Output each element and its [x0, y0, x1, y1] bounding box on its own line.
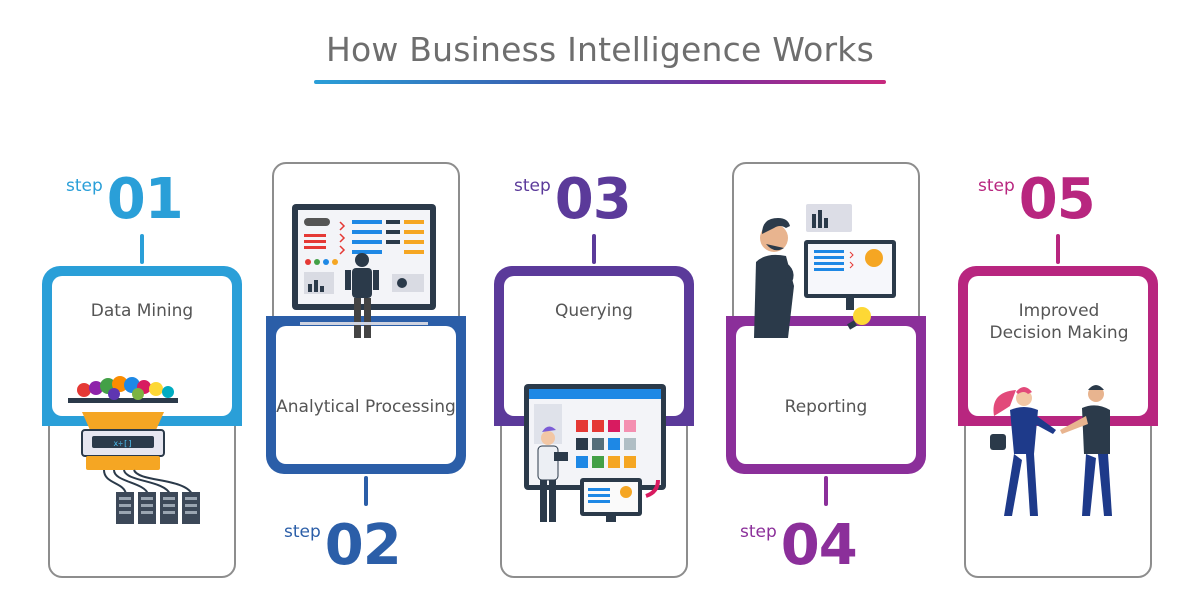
step-1-label: Data Mining — [90, 301, 194, 321]
step-1-connector — [140, 234, 144, 264]
step-5-connector — [1056, 234, 1060, 264]
step-2-word: step — [284, 522, 321, 542]
title-underline — [314, 80, 886, 84]
step-3-word: step — [514, 176, 551, 196]
page-title: How Business Intelligence Works — [326, 30, 874, 69]
step-1-number: step01 — [66, 172, 184, 228]
reporting-thinker-icon — [754, 204, 896, 338]
step-3-digits: 03 — [554, 167, 632, 232]
step-4-connector — [824, 476, 828, 506]
step-4-number: step04 — [740, 518, 858, 574]
step-5-number: step05 — [978, 172, 1096, 228]
handshake-icon — [990, 385, 1112, 516]
step-2-digits: 02 — [324, 513, 402, 578]
step-2-number: step02 — [284, 518, 402, 574]
step-5-label: Improved Decision Making — [989, 301, 1129, 343]
svg-text:x÷[]: x÷[] — [113, 439, 132, 448]
step-4-digits: 04 — [780, 513, 858, 578]
step-4-color-frame — [726, 316, 926, 474]
step-4-word: step — [740, 522, 777, 542]
step-2-label: Analytical Processing — [276, 397, 456, 417]
data-mining-icon: x÷[] — [68, 376, 200, 524]
step-3-connector — [592, 234, 596, 264]
step-2-color-frame — [266, 316, 466, 474]
step-5-digits: 05 — [1018, 167, 1096, 232]
step-5-word: step — [978, 176, 1015, 196]
step-1-digits: 01 — [106, 167, 184, 232]
step-3-label: Querying — [555, 301, 633, 321]
step-2-connector — [364, 476, 368, 506]
step-4-label: Reporting — [784, 397, 868, 417]
step-1-word: step — [66, 176, 103, 196]
query-interface-icon — [524, 384, 666, 522]
dashboard-analysis-icon — [292, 204, 436, 338]
step-5-color-frame — [958, 266, 1158, 426]
step-3-number: step03 — [514, 172, 632, 228]
